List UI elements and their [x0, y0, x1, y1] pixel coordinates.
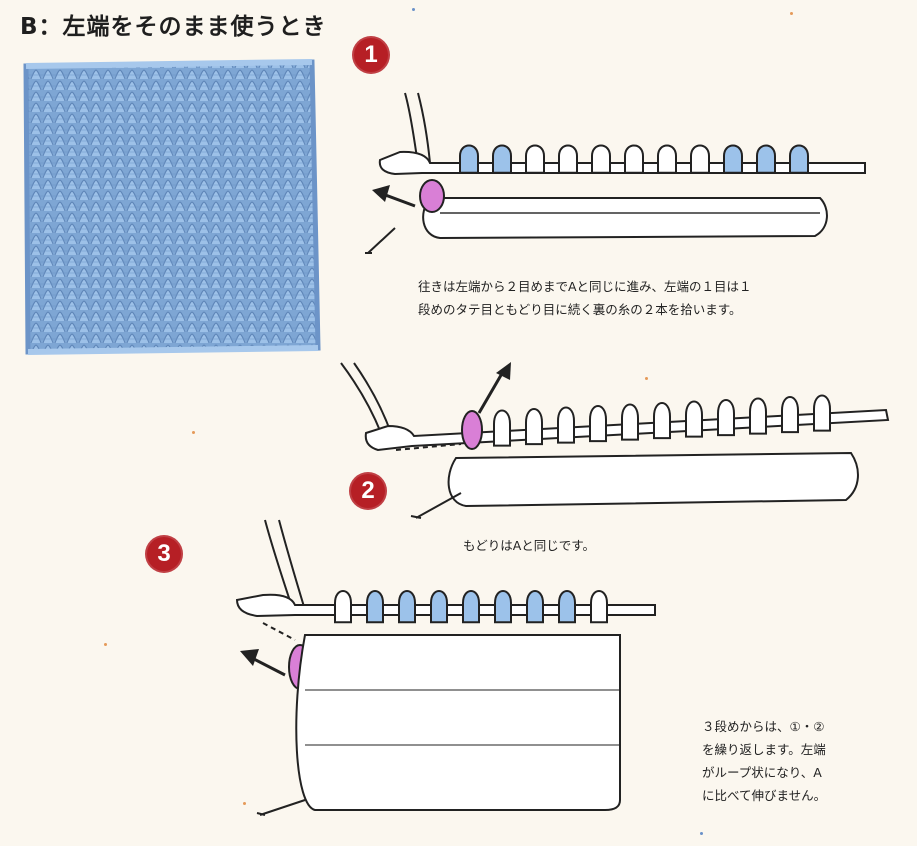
stitch-loop [685, 400, 703, 438]
paper-speck [243, 802, 246, 805]
stitch-loop [430, 590, 448, 624]
stitch-loop [493, 409, 511, 447]
stitch-loop [624, 144, 644, 174]
arrow-icon [372, 185, 390, 202]
caption-line: がループ状になり、A [702, 765, 822, 780]
paper-speck [412, 8, 415, 11]
step-3-badge: 3 [145, 535, 183, 573]
stitch-loop [526, 590, 544, 624]
step-1-badge: 1 [352, 36, 390, 74]
stitch-loop [557, 406, 575, 444]
stitch-loop [492, 144, 512, 174]
step-1-caption: 往きは左端から２目めまでAと同じに進み、左端の１目は１ 段めのタテ目ともどり目に… [418, 275, 752, 321]
stitch-loop [756, 144, 776, 174]
hook-entry-loop [461, 410, 483, 450]
knit-swatch-photo [23, 59, 321, 355]
stitch-loop [591, 144, 611, 174]
stitch-loop [789, 144, 809, 174]
caption-line: ３段めからは、①・② [702, 719, 825, 734]
stitch-loop [657, 144, 677, 174]
caption-line: を繰り返します。左端 [702, 742, 826, 757]
paper-speck [700, 832, 703, 835]
stitch-loop [590, 590, 608, 624]
step-3-caption: ３段めからは、①・② を繰り返します。左端 がループ状になり、A に比べて伸びま… [702, 715, 826, 807]
paper-speck [790, 12, 793, 15]
stitch-loop [589, 405, 607, 443]
hook-entry-loop [419, 179, 445, 213]
stitch-loop [525, 408, 543, 446]
caption-line: に比べて伸びません。 [702, 788, 827, 803]
stitch-loop [459, 144, 479, 174]
stitch-loop [723, 144, 743, 174]
paper-speck [645, 377, 648, 380]
stitch-loop [653, 402, 671, 440]
section-title: B：左端をそのまま使うとき [20, 14, 327, 40]
stitch-loop [558, 144, 578, 174]
stitch-loop [749, 397, 767, 435]
stitch-loop [558, 590, 576, 624]
arrow-icon [496, 362, 511, 380]
paper-speck [192, 431, 195, 434]
stitch-loop [494, 590, 512, 624]
stitch-loop [621, 403, 639, 441]
stitch-loop [690, 144, 710, 174]
arrow-icon [240, 649, 259, 666]
stitch-loop [462, 590, 480, 624]
paper-speck [104, 643, 107, 646]
stitch-loop [717, 399, 735, 437]
caption-line: 段めのタテ目ともどり目に続く裏の糸の２本を拾います。 [418, 302, 742, 317]
step-3-diagram [235, 519, 656, 816]
step-2-badge: 2 [349, 472, 387, 510]
stitch-loop [525, 144, 545, 174]
step-2-caption: もどりはAと同じです。 [463, 534, 595, 557]
step-2-diagram [340, 362, 890, 519]
stitch-loop [398, 590, 416, 624]
stitch-loop [813, 394, 831, 432]
caption-line: もどりはAと同じです。 [463, 538, 596, 553]
stitch-loop [334, 590, 352, 624]
stitch-loop [366, 590, 384, 624]
caption-line: 往きは左端から２目めまでAと同じに進み、左端の１目は１ [418, 279, 752, 294]
step-1-diagram [365, 92, 866, 254]
stitch-loop [781, 396, 799, 434]
